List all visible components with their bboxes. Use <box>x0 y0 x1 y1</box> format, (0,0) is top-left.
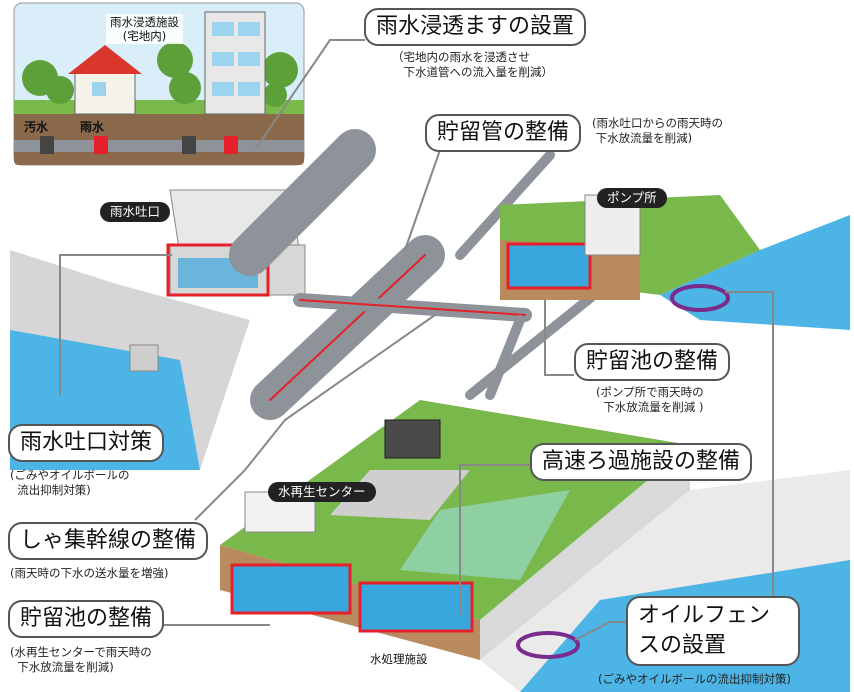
callout-storage-pond-pump: 貯留池の整備 <box>574 343 731 381</box>
note-storage-pipe: (雨水吐口からの雨天時の 下水放流量を削減) <box>592 116 723 145</box>
inset-trees <box>22 42 298 107</box>
pump-storage-pond <box>506 242 592 290</box>
inset-rain-box-2 <box>224 136 238 154</box>
inset-sewage-box <box>40 136 54 154</box>
pipes <box>229 129 605 420</box>
tag-water-center: 水再生センター <box>268 482 376 502</box>
note-trunk-sewer: (雨天時の下水の送水量を増強) <box>10 566 169 580</box>
callout-storage-pipe: 貯留管の整備 <box>425 114 582 152</box>
callout-infiltration-basin: 雨水浸透ますの設置 <box>364 8 587 46</box>
inset-sewage-box-2 <box>182 136 196 154</box>
callout-outfall-measures: 雨水吐口対策 <box>8 424 165 462</box>
inset-building <box>204 11 266 115</box>
inset-rain-box <box>94 136 108 154</box>
tag-pump-station: ポンプ所 <box>597 188 667 208</box>
connector-pipe-red <box>299 299 526 316</box>
pump-station-site <box>500 194 850 330</box>
callout-storage-pond-center: 貯留池の整備 <box>8 600 165 638</box>
center-oil-fence <box>516 631 580 659</box>
note-storage-pond-center: (水再生センターで雨天時の 下水放流量を削減) <box>10 645 152 674</box>
label-treatment-facility: 水処理施設 <box>370 652 428 666</box>
outfall-screen <box>166 243 270 297</box>
note-infiltration-basin: （宅地内の雨水を浸透させ 下水道管への流入量を削減） <box>392 50 553 79</box>
label-sewage: 汚水 <box>24 120 49 134</box>
note-oil-fence: (ごみやオイルボールの流出抑制対策) <box>598 672 791 686</box>
tag-outfall: 雨水吐口 <box>100 202 171 222</box>
note-storage-pond-pump: (ポンプ所で雨天時の 下水放流量を削減 ) <box>596 385 704 414</box>
main-pipe-top <box>229 129 376 276</box>
note-outfall-measures: (ごみやオイルボールの 流出抑制対策) <box>10 468 130 497</box>
pump-oil-fence <box>670 284 730 312</box>
pipe-down <box>485 315 525 400</box>
label-infiltration-facility: 雨水浸透施設 (宅地内) <box>106 14 183 44</box>
center-storage-pond-1 <box>230 563 352 615</box>
house-inset <box>13 2 305 166</box>
inset-house <box>68 45 142 115</box>
storage-pipe-outline <box>269 254 426 401</box>
label-rainwater: 雨水 <box>80 120 105 134</box>
center-storage-pond-2 <box>358 581 474 633</box>
callout-trunk-sewer: しゃ集幹線の整備 <box>8 522 209 560</box>
pump-river <box>660 215 850 330</box>
filtration-building <box>384 419 441 459</box>
outfall-pipe-mouth <box>129 344 159 372</box>
callout-high-speed-filtration: 高速ろ過施設の整備 <box>530 443 753 481</box>
center-tanks <box>400 490 570 580</box>
callout-oil-fence: オイルフェンスの設置 <box>626 596 800 666</box>
